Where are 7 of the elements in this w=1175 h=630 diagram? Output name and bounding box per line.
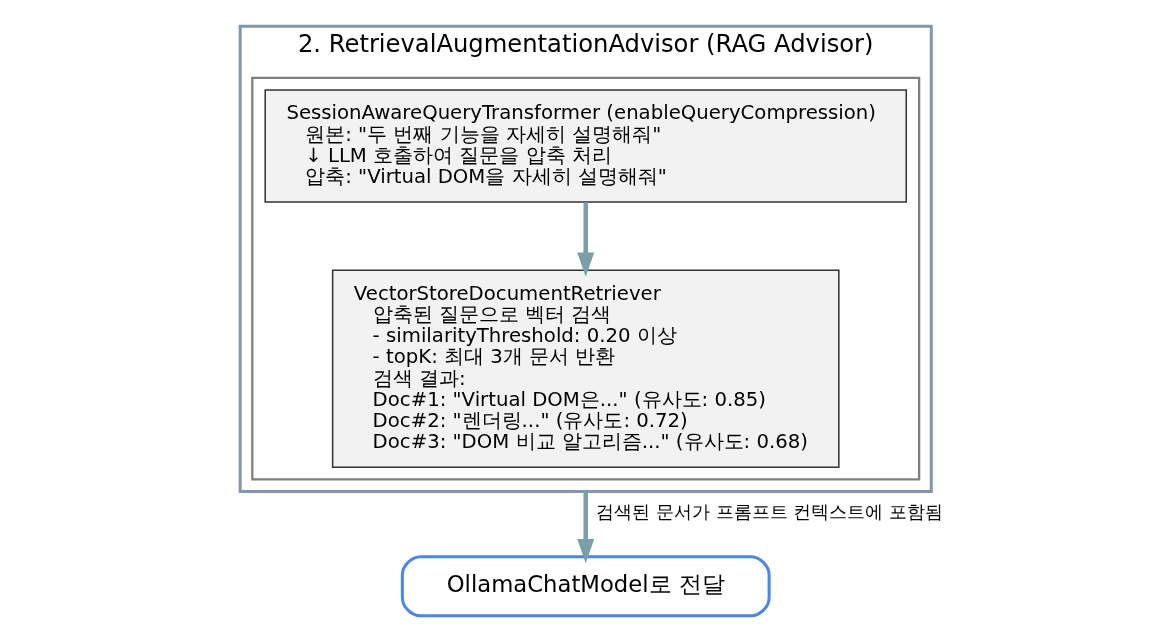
cluster xyxy=(250,76,920,481)
arrow xyxy=(576,202,594,277)
node-box: SessionAwareQueryTransformer (enableQueryCompression) 원본: "두 번째 기능을 자세히 설명해줘" ↓ LLM 호출하여 질문을 압축 처리 압축: "Virtual DOM을 자세히 설명해줘" xyxy=(263,89,907,203)
arrow xyxy=(576,491,594,564)
edge-label: 검색된 문서가 프롬프트 컨텍스트에 포함됨 xyxy=(595,501,943,523)
node-box: VectorStoreDocumentRetriever 압축된 질문으로 벡터 검색 - similarityThreshold: 0.20 이상 - topK: 최대 3개 문서 반환 검색 결과: Doc#1: "Virtual DOM은..." (유사도: 0.85) Doc#2: "렌더링..." (유사도: 0.72) Doc#3: "DOM 비교 알고리즘..." (유사도: 0.68) xyxy=(331,269,840,469)
node-box: OllamaChatModel로 전달 xyxy=(400,555,771,618)
